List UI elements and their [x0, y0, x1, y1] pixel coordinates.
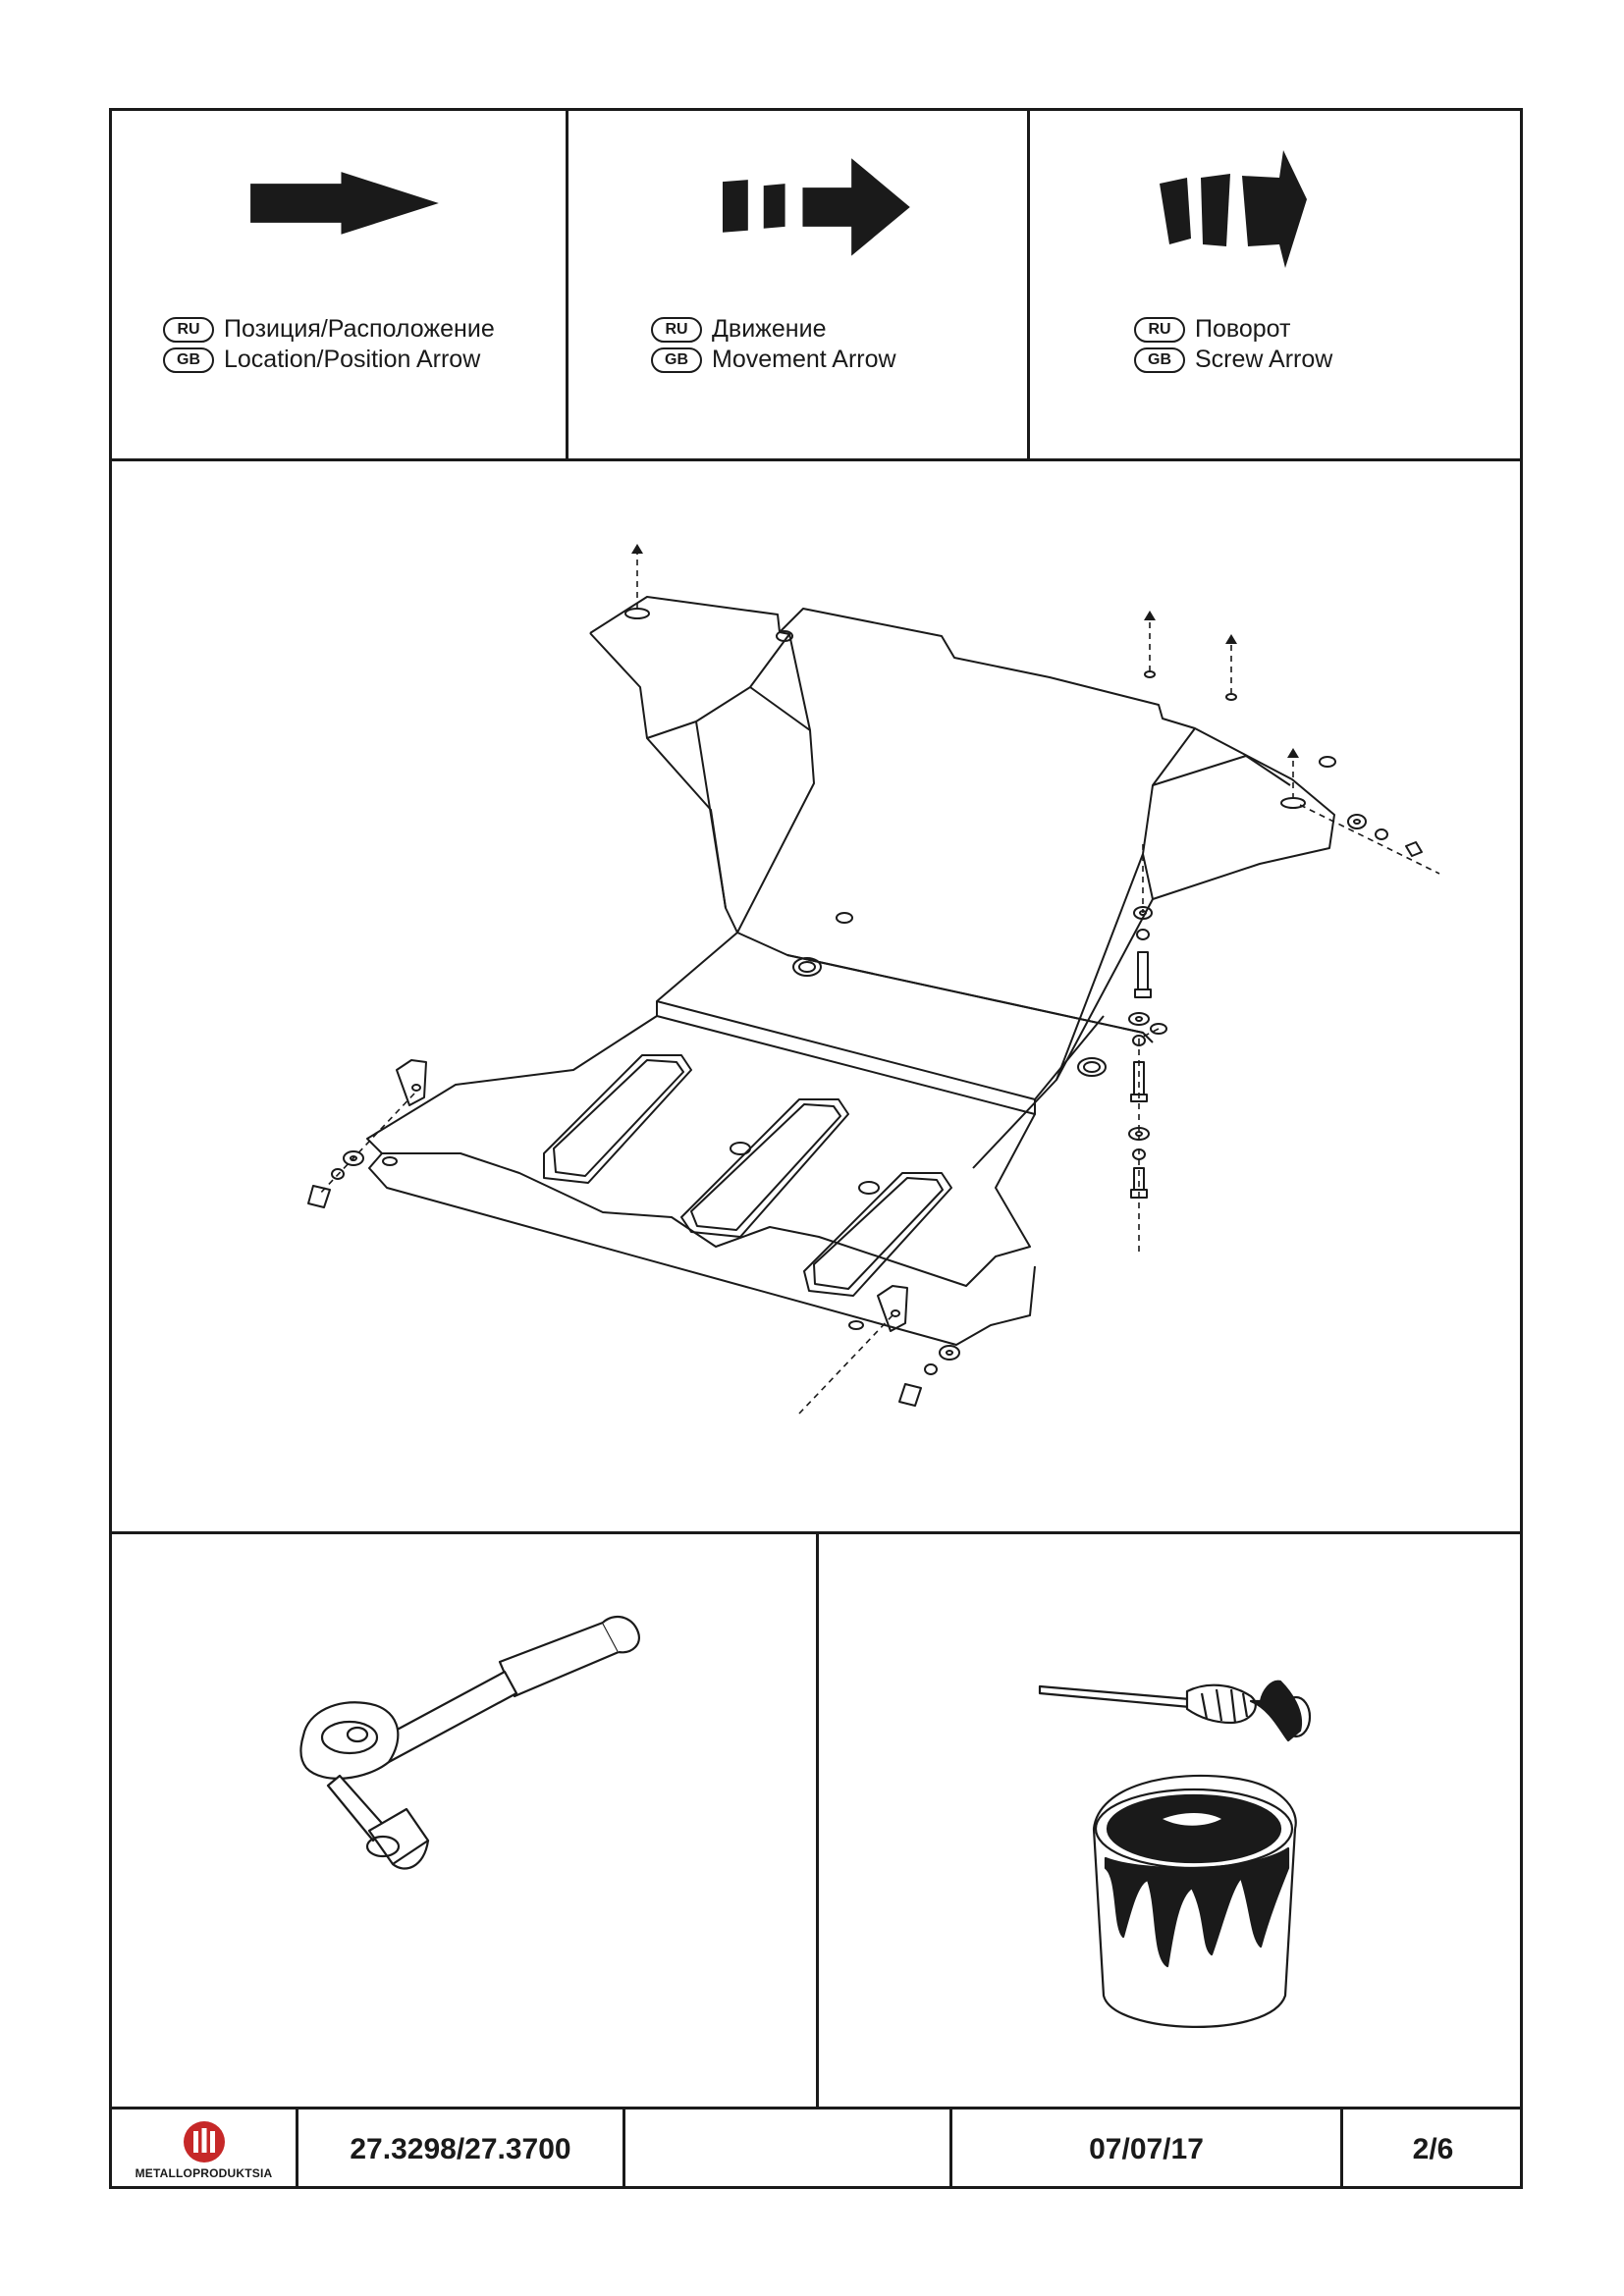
paint-can-brush-icon — [1038, 1680, 1312, 2028]
ru-badge: RU — [163, 316, 214, 343]
instruction-sheet: RU Позиция/Расположение GB Location/Positi… — [109, 108, 1523, 2189]
location-arrow-icon — [250, 172, 439, 235]
legend-gb-text: Screw Arrow — [1195, 346, 1333, 373]
tools-row — [112, 1534, 1520, 2109]
company-logo: METALLOPRODUKTSIA — [112, 2109, 298, 2189]
gb-badge: GB — [163, 347, 214, 373]
company-name: METALLOPRODUKTSIA — [135, 2165, 273, 2180]
screw-arrow-icon — [1160, 150, 1307, 268]
part-number: 27.3298/27.3700 — [298, 2109, 625, 2189]
gb-badge: GB — [1134, 347, 1185, 373]
blank-field — [625, 2109, 952, 2189]
tool-paint — [819, 1534, 1523, 2107]
legend-ru-text: Позиция/Расположение — [224, 315, 495, 343]
assembly-drawing — [112, 461, 1520, 1534]
document-date: 07/07/17 — [952, 2109, 1343, 2189]
skid-plate-assembly-diagram — [307, 544, 1440, 1415]
page-number: 2/6 — [1412, 2132, 1454, 2165]
ratchet-wrench-icon — [299, 1615, 640, 1870]
legend-movement: RU Движение GB Movement Arrow — [568, 111, 1030, 458]
movement-arrow-icon — [722, 158, 910, 256]
legend-gb-text: Movement Arrow — [712, 346, 896, 373]
legend-ru-text: Движение — [712, 315, 827, 343]
legend-gb-text: Location/Position Arrow — [224, 346, 481, 373]
legend-screw: RU Поворот GB Screw Arrow — [1030, 111, 1523, 458]
gb-badge: GB — [651, 347, 702, 373]
legend-location: RU Позиция/Расположение GB Location/Positi… — [112, 111, 568, 458]
tool-ratchet — [112, 1534, 819, 2107]
ru-badge: RU — [651, 316, 702, 343]
legend-ru-text: Поворот — [1195, 315, 1291, 343]
ru-badge: RU — [1134, 316, 1185, 343]
title-block: METALLOPRODUKTSIA 27.3298/27.3700 07/07/… — [112, 2109, 1520, 2189]
metalloproduktsia-logo-icon — [183, 2120, 225, 2163]
arrow-legend: RU Позиция/Расположение GB Location/Positi… — [112, 111, 1520, 461]
